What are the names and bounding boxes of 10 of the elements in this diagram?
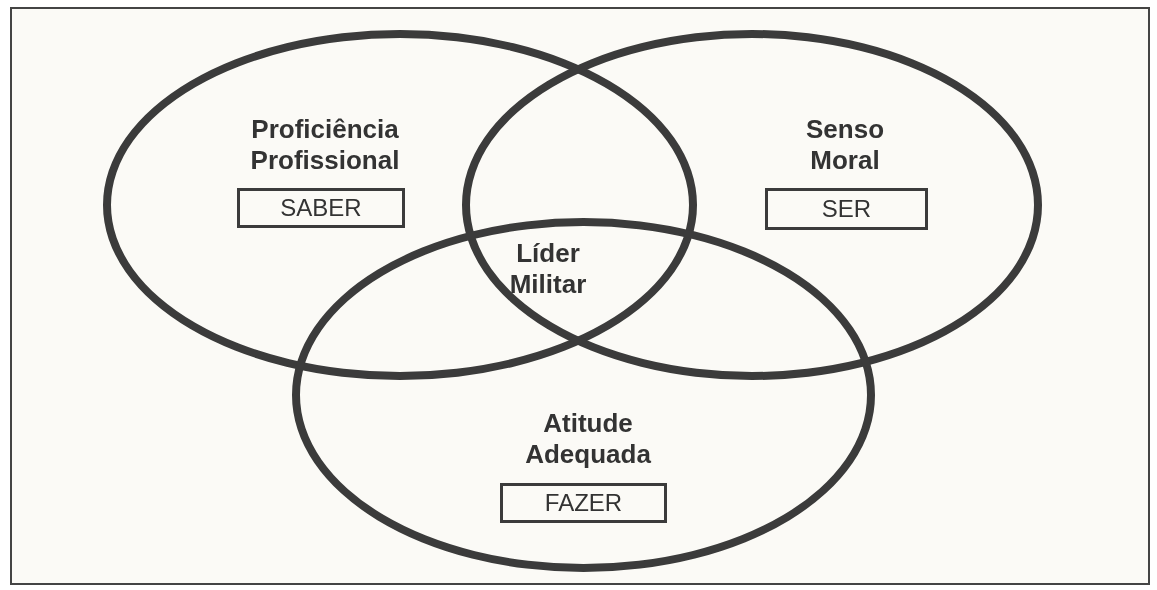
venn-ellipse [103,30,697,380]
keyword-box: SER [765,188,928,230]
center-label: Líder Militar [508,238,588,300]
venn-ellipse [292,218,875,572]
keyword-box: FAZER [500,483,667,523]
ellipse-heading: Senso Moral [805,114,885,176]
venn-ellipse [462,30,1042,380]
ellipse-heading: Proficiência Profissional [249,114,401,176]
keyword-box: SABER [237,188,405,228]
ellipse-heading: Atitude Adequada [524,408,652,470]
